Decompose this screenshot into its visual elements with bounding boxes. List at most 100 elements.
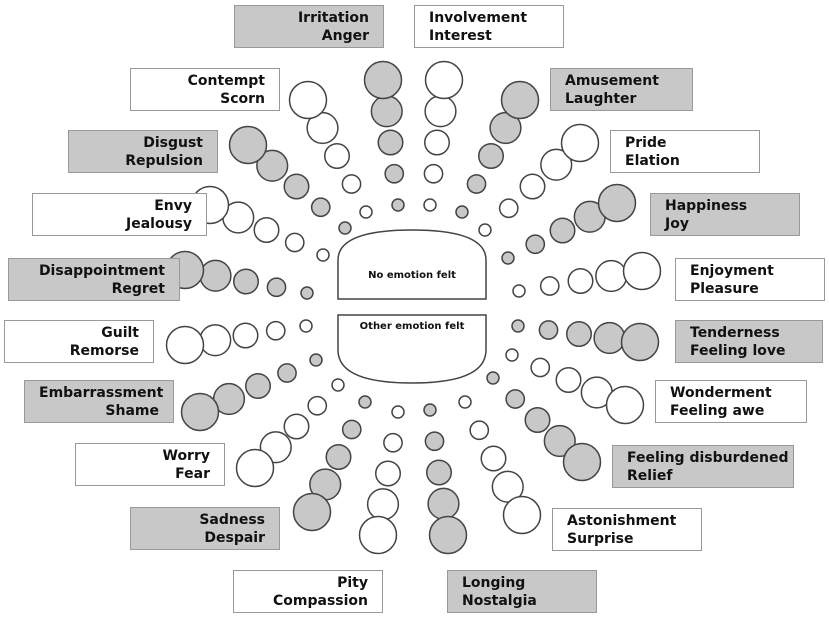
intensity-circle-fear-5[interactable]	[235, 448, 275, 488]
intensity-circle-pleasure-5[interactable]	[622, 251, 662, 291]
intensity-circle-repulsion-2[interactable]	[310, 197, 331, 218]
intensity-circle-shame-2[interactable]	[277, 363, 297, 383]
intensity-circle-compassion-1[interactable]	[391, 405, 405, 419]
intensity-circle-jealousy-3[interactable]	[253, 217, 280, 243]
family-name: Pity	[337, 575, 368, 591]
intensity-circle-repulsion-4[interactable]	[256, 149, 289, 182]
intensity-circle-compassion-2[interactable]	[383, 432, 403, 453]
intensity-circle-regret-3[interactable]	[233, 268, 259, 295]
intensity-circle-interest-2[interactable]	[423, 163, 444, 184]
intensity-circle-regret-2[interactable]	[266, 277, 287, 298]
intensity-circle-surprise-1[interactable]	[458, 395, 472, 409]
intensity-circle-feeling-awe-5[interactable]	[605, 385, 645, 425]
intensity-circle-despair-1[interactable]	[358, 395, 372, 409]
intensity-circle-feeling-awe-1[interactable]	[505, 348, 519, 362]
intensity-circle-surprise-3[interactable]	[480, 445, 507, 472]
intensity-circle-feeling-love-1[interactable]	[511, 319, 525, 333]
other-emotion-area[interactable]	[337, 314, 487, 384]
intensity-circle-surprise-5[interactable]	[502, 495, 542, 535]
intensity-circle-relief-4[interactable]	[543, 424, 576, 458]
intensity-circle-compassion-3[interactable]	[375, 460, 401, 487]
intensity-circle-feeling-awe-3[interactable]	[555, 367, 582, 393]
intensity-circle-anger-3[interactable]	[377, 129, 404, 156]
intensity-circle-anger-5[interactable]	[363, 60, 403, 100]
intensity-circle-feeling-love-4[interactable]	[593, 321, 626, 355]
intensity-circle-nostalgia-4[interactable]	[427, 487, 460, 520]
intensity-circle-feeling-love-2[interactable]	[538, 320, 559, 340]
intensity-circle-shame-1[interactable]	[309, 353, 323, 367]
intensity-circle-despair-2[interactable]	[341, 419, 362, 440]
intensity-circle-elation-1[interactable]	[478, 223, 492, 237]
intensity-circle-anger-4[interactable]	[370, 95, 403, 128]
intensity-circle-remorse-1[interactable]	[299, 319, 313, 333]
intensity-circle-jealousy-1[interactable]	[316, 248, 330, 262]
intensity-circle-pleasure-4[interactable]	[595, 259, 628, 293]
intensity-circle-remorse-2[interactable]	[265, 320, 286, 341]
intensity-circle-compassion-5[interactable]	[358, 515, 398, 555]
intensity-circle-interest-3[interactable]	[424, 129, 450, 156]
intensity-circle-jealousy-2[interactable]	[284, 232, 305, 253]
intensity-circle-scorn-1[interactable]	[359, 205, 373, 219]
intensity-circle-shame-3[interactable]	[245, 373, 271, 399]
intensity-circle-feeling-love-3[interactable]	[566, 321, 592, 347]
intensity-circle-fear-2[interactable]	[307, 395, 328, 416]
intensity-circle-laughter-3[interactable]	[478, 143, 504, 169]
intensity-circle-fear-1[interactable]	[331, 378, 345, 392]
intensity-circle-feeling-love-5[interactable]	[620, 322, 660, 362]
intensity-circle-despair-5[interactable]	[292, 492, 332, 532]
intensity-circle-pleasure-3[interactable]	[567, 268, 594, 294]
intensity-circle-interest-1[interactable]	[423, 198, 437, 212]
intensity-circle-pleasure-2[interactable]	[539, 276, 560, 296]
no-emotion-area[interactable]	[337, 229, 487, 300]
intensity-circle-regret-4[interactable]	[199, 259, 232, 292]
intensity-circle-nostalgia-5[interactable]	[428, 515, 468, 555]
intensity-circle-elation-2[interactable]	[498, 198, 519, 219]
intensity-circle-compassion-4[interactable]	[366, 488, 400, 521]
intensity-circle-elation-5[interactable]	[560, 123, 600, 163]
family-name: Remorse	[69, 343, 139, 359]
intensity-circle-relief-5[interactable]	[562, 442, 602, 482]
intensity-circle-joy-3[interactable]	[549, 217, 576, 244]
intensity-circle-laughter-1[interactable]	[455, 205, 469, 219]
intensity-circle-relief-3[interactable]	[524, 407, 551, 433]
intensity-circle-interest-5[interactable]	[424, 60, 464, 100]
intensity-circle-joy-5[interactable]	[597, 183, 637, 223]
intensity-circle-feeling-awe-2[interactable]	[530, 357, 551, 378]
intensity-circle-nostalgia-2[interactable]	[424, 431, 445, 452]
intensity-circle-repulsion-1[interactable]	[338, 221, 352, 235]
intensity-circle-joy-2[interactable]	[525, 234, 546, 255]
family-name: Feeling awe	[670, 403, 765, 419]
intensity-circle-interest-4[interactable]	[424, 95, 457, 128]
intensity-circle-scorn-3[interactable]	[324, 143, 350, 169]
intensity-circle-remorse-3[interactable]	[232, 322, 259, 349]
intensity-circle-relief-2[interactable]	[505, 389, 526, 409]
intensity-circle-laughter-5[interactable]	[500, 80, 540, 120]
intensity-circle-repulsion-3[interactable]	[283, 173, 310, 200]
family-name: Anger	[321, 28, 369, 44]
intensity-circle-shame-5[interactable]	[180, 392, 220, 432]
intensity-circle-joy-1[interactable]	[501, 251, 515, 265]
intensity-circle-elation-4[interactable]	[540, 148, 573, 181]
intensity-circle-anger-1[interactable]	[391, 198, 405, 212]
intensity-circle-laughter-2[interactable]	[466, 174, 487, 194]
intensity-circle-relief-1[interactable]	[486, 371, 500, 385]
intensity-circle-despair-3[interactable]	[325, 444, 352, 470]
intensity-circle-surprise-2[interactable]	[469, 420, 490, 441]
intensity-circle-anger-2[interactable]	[384, 163, 405, 184]
no-emotion-label: No emotion felt	[368, 270, 456, 281]
intensity-circle-fear-3[interactable]	[283, 413, 310, 440]
intensity-circle-nostalgia-1[interactable]	[423, 403, 437, 417]
intensity-circle-repulsion-5[interactable]	[228, 125, 268, 165]
intensity-circle-remorse-5[interactable]	[165, 325, 205, 365]
intensity-circle-remorse-4[interactable]	[199, 324, 232, 357]
intensity-circle-nostalgia-3[interactable]	[426, 459, 452, 486]
intensity-circle-elation-3[interactable]	[519, 173, 546, 200]
intensity-circle-scorn-2[interactable]	[341, 174, 362, 194]
intensity-circle-scorn-5[interactable]	[288, 80, 328, 120]
intensity-circle-regret-1[interactable]	[300, 286, 314, 300]
intensity-circle-pleasure-1[interactable]	[512, 284, 526, 298]
